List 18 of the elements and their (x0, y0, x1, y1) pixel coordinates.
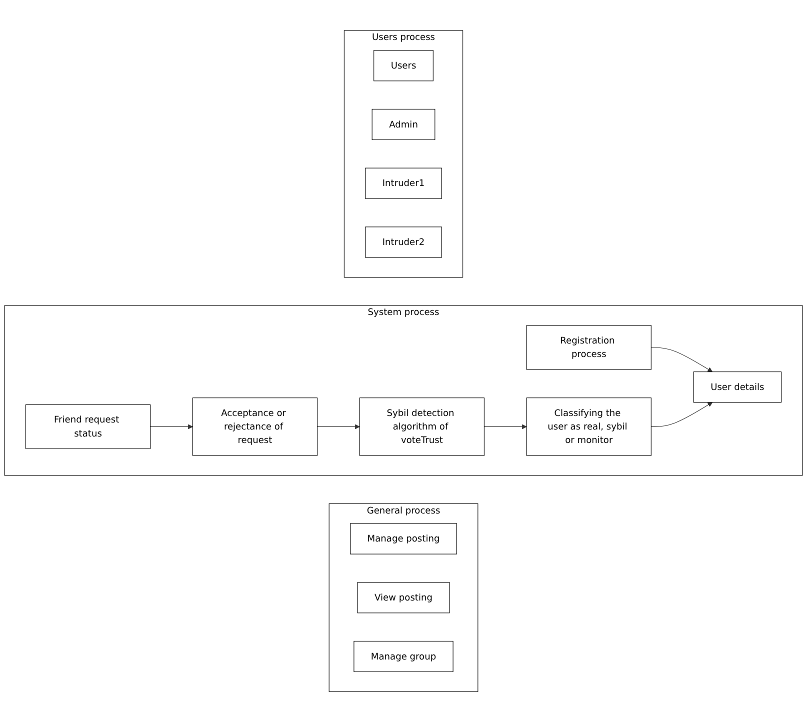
node-box: Manage posting (350, 523, 457, 554)
node-box: Manage group (354, 640, 454, 672)
node-box: Users (374, 50, 434, 82)
node-box: Classifying the user as real, sybil or monitor (526, 398, 652, 456)
arrow (650, 402, 713, 427)
node-box: Sybil detection algorithm of voteTrust (359, 398, 484, 456)
node-box: Friend request status (25, 404, 151, 449)
node-box: User details (693, 371, 782, 403)
arrow (316, 424, 360, 430)
node-box: Admin (372, 108, 436, 140)
node-box: Intruder2 (365, 226, 442, 258)
node-box: Registration process (526, 325, 652, 370)
node-box: View posting (357, 582, 450, 614)
arrow (484, 424, 527, 430)
arrow (650, 347, 713, 372)
arrow (150, 424, 193, 430)
node-box: Intruder1 (365, 168, 442, 199)
node-box: Acceptance or rejectance of request (192, 398, 318, 456)
